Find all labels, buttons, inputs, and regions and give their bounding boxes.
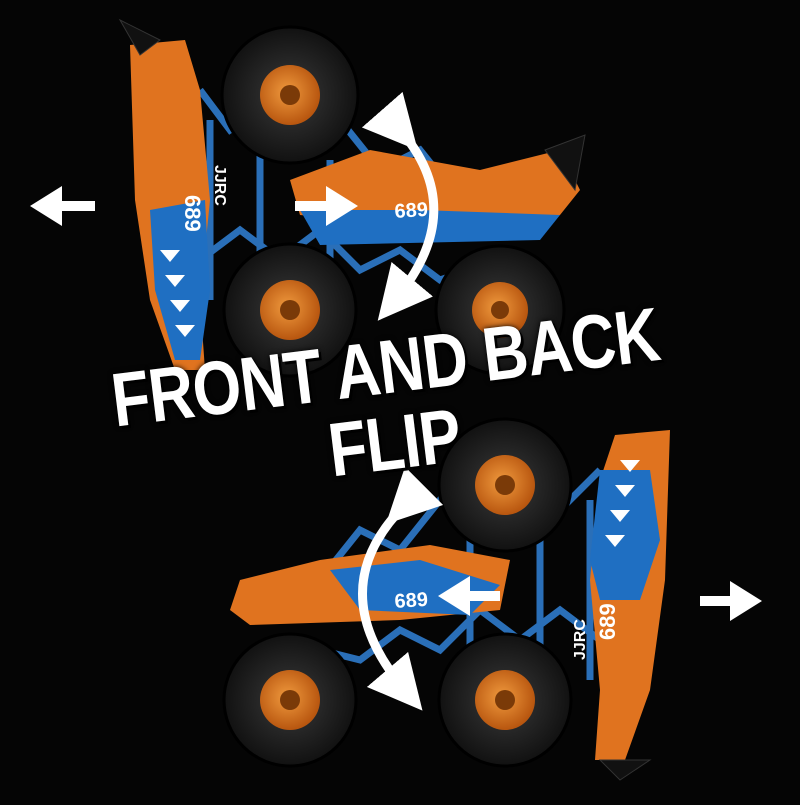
bottom-rear-number: 689 <box>394 589 429 613</box>
top-shark-teeth <box>160 250 195 337</box>
arrow-right-icon <box>700 581 762 621</box>
top-rear-number: 689 <box>394 199 429 223</box>
top-tail-fin <box>544 134 586 192</box>
top-tire-rear <box>434 244 566 376</box>
bottom-fin <box>598 759 652 781</box>
arrow-left-icon <box>30 186 95 226</box>
top-fin <box>118 18 161 56</box>
arrow-left-icon <box>438 576 500 616</box>
flip-curved-arrow-icon <box>358 466 444 711</box>
top-front-number: 689 <box>180 195 205 232</box>
bottom-shark-teeth <box>605 460 640 547</box>
top-tire-lower <box>222 242 358 378</box>
flip-curved-arrow-icon <box>361 91 439 321</box>
bottom-front-number: 689 <box>595 603 620 640</box>
bottom-brand-label: JJRC <box>572 619 589 660</box>
arrow-right-icon <box>295 186 358 226</box>
top-tire-upper <box>220 25 360 165</box>
bottom-tire-upper <box>437 417 573 553</box>
bottom-tire-rear <box>222 632 358 768</box>
top-brand-label: JJRC <box>211 165 228 206</box>
bottom-tire-lower <box>437 632 573 768</box>
